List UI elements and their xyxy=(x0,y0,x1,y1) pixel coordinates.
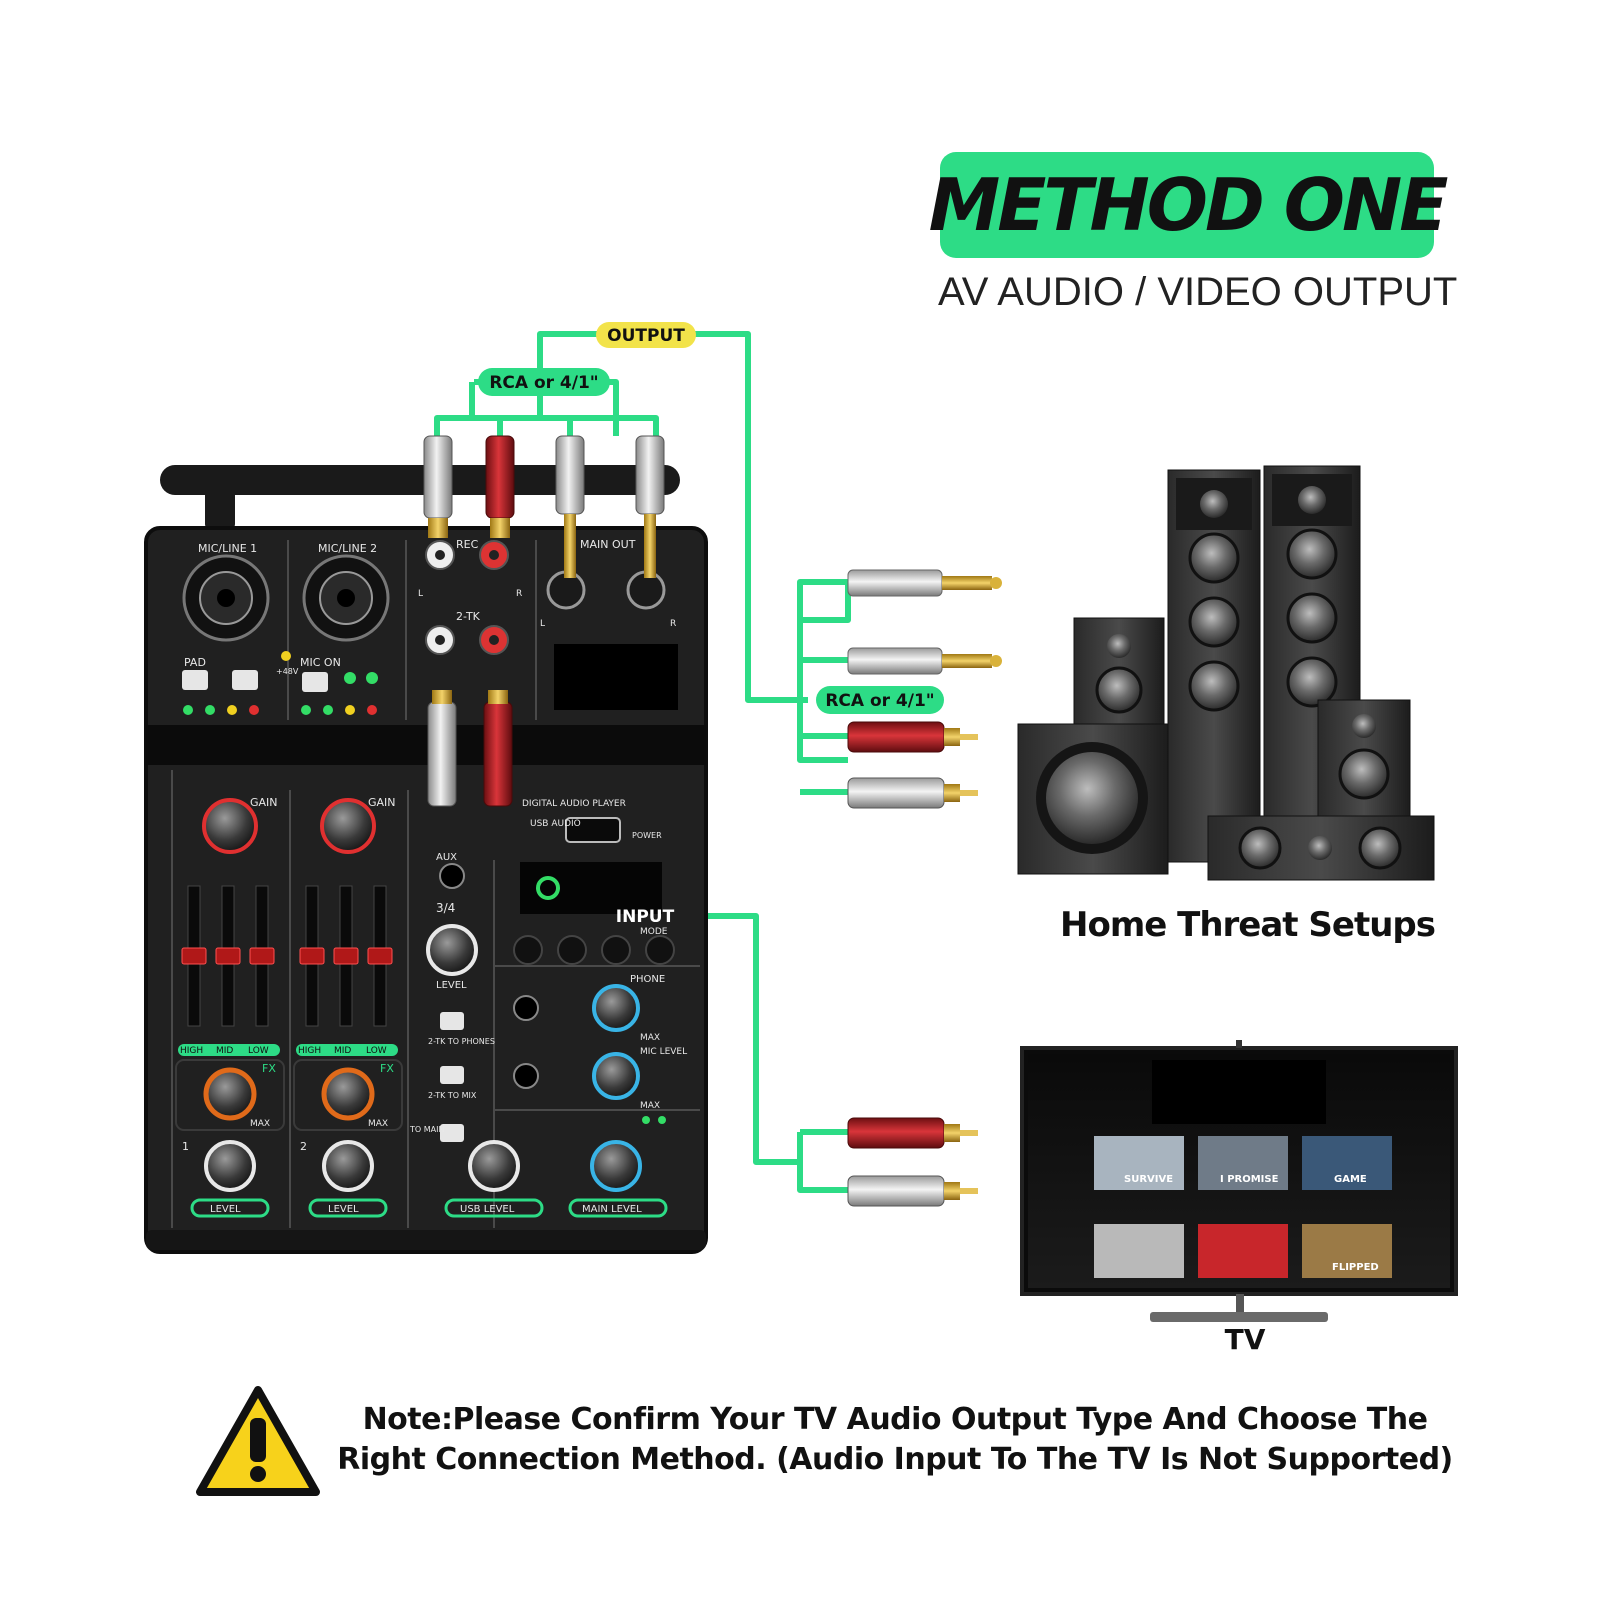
home-theater-speakers xyxy=(1017,465,1435,881)
warning-icon xyxy=(196,1386,320,1496)
channel-number-1: 1 xyxy=(182,1140,189,1153)
note-line-2: Right Connection Method. (Audio Input To… xyxy=(337,1442,1453,1477)
eq-mid-2: MID xyxy=(334,1046,351,1056)
usb-audio-label: USB AUDIO xyxy=(530,819,581,829)
tv-tile-2: I PROMISE xyxy=(1220,1174,1279,1185)
tv-tile-labels: SURVIVE I PROMISE GAME FLIPPED xyxy=(1124,1174,1379,1273)
mixer-mainout-label: MAIN OUT xyxy=(580,538,636,551)
aux-label: AUX xyxy=(436,852,457,863)
tk-phones-label: 2-TK TO PHONES xyxy=(428,1037,495,1046)
input-label-text: INPUT xyxy=(616,907,675,927)
speaker-jack-plug-1 xyxy=(847,569,1002,597)
rca-right-label-text: RCA or 4/1" xyxy=(825,691,934,711)
method-title: METHOD ONE xyxy=(928,163,1449,247)
eq-high-2: HIGH xyxy=(298,1046,321,1056)
tv-caption: TV xyxy=(1224,1323,1266,1356)
output-label-text: OUTPUT xyxy=(607,326,685,346)
level-label-2: LEVEL xyxy=(328,1204,359,1215)
mixer-rca-plugs-top xyxy=(423,435,665,578)
eq-low-2: LOW xyxy=(366,1046,387,1056)
mixer-2tk-label: 2-TK xyxy=(456,610,481,623)
mixer-panel-labels: MIC/LINE 1 MIC/LINE 2 REC MAIN OUT 2-TK … xyxy=(180,538,687,1215)
rca-label-right xyxy=(816,686,944,714)
mixer-ch2-label: MIC/LINE 2 xyxy=(318,542,377,555)
eq-low-1: LOW xyxy=(248,1046,269,1056)
rca-top-label-text: RCA or 4/1" xyxy=(489,373,598,393)
phone-label: PHONE xyxy=(630,974,665,985)
fx-label-2: FX xyxy=(380,1062,394,1075)
tv-rca-plug-white xyxy=(847,1175,978,1207)
tv-tile-3: GAME xyxy=(1334,1174,1367,1185)
mixer-rec-label: REC xyxy=(456,538,479,551)
mixer-ch1-label: MIC/LINE 1 xyxy=(198,542,257,555)
phone-max-label: MAX xyxy=(640,1033,660,1043)
level-label-34: LEVEL xyxy=(436,980,467,991)
speaker-jack-plug-2 xyxy=(847,647,1002,675)
mixer-pad-label: PAD xyxy=(184,656,206,669)
tv-tile-6: FLIPPED xyxy=(1332,1262,1379,1273)
xlr-jack-2 xyxy=(302,554,390,642)
rca-label-top xyxy=(478,368,610,396)
method-title-badge: METHOD ONE xyxy=(929,152,1448,258)
tv-rca-plug-red xyxy=(847,1117,978,1149)
mainout-r-label: R xyxy=(670,619,676,629)
home-theater-caption: Home Threat Setups xyxy=(1060,905,1436,945)
mic-max-label: MAX xyxy=(640,1101,660,1111)
xlr-jack-1 xyxy=(182,554,270,642)
mixer-rca-plugs-34 xyxy=(427,690,513,807)
eq-high-1: HIGH xyxy=(180,1046,203,1056)
level-label-1: LEVEL xyxy=(210,1204,241,1215)
ch34-label: 3/4 xyxy=(436,901,455,915)
to-main-label: TO MAIN xyxy=(409,1125,444,1134)
fx-max-1: MAX xyxy=(250,1119,270,1129)
mic-level-label: MIC LEVEL xyxy=(640,1047,687,1057)
rec-l-label: L xyxy=(418,589,423,599)
main-level-label: MAIN LEVEL xyxy=(582,1204,642,1215)
fx-max-2: MAX xyxy=(368,1119,388,1129)
mixer-micon-label: MIC ON xyxy=(300,656,341,669)
usb-level-label: USB LEVEL xyxy=(460,1204,515,1215)
rec-r-label: R xyxy=(516,589,522,599)
audio-mixer xyxy=(144,465,708,1254)
note-text: Note:Please Confirm Your TV Audio Output… xyxy=(330,1400,1460,1480)
eq-mid-1: MID xyxy=(216,1046,233,1056)
fx-label-1: FX xyxy=(262,1062,276,1075)
note-line-1: Note:Please Confirm Your TV Audio Output… xyxy=(362,1402,1428,1437)
output-label xyxy=(596,322,696,348)
channel-number-2: 2 xyxy=(300,1140,307,1153)
speaker-rca-plug-white xyxy=(847,777,978,809)
mixer-gain-label-2: GAIN xyxy=(368,796,396,809)
method-subtitle: AV AUDIO / VIDEO OUTPUT xyxy=(938,270,1458,314)
mode-label: MODE xyxy=(640,927,668,937)
digital-player-label: DIGITAL AUDIO PLAYER xyxy=(522,799,626,809)
speaker-rca-plug-red xyxy=(847,721,978,753)
mixer-gain-label-1: GAIN xyxy=(250,796,278,809)
mixer-phantom-label: +48V xyxy=(276,667,299,676)
power-label: POWER xyxy=(632,831,662,840)
mainout-l-label: L xyxy=(540,619,545,629)
tv-tile-1: SURVIVE xyxy=(1124,1174,1173,1185)
television xyxy=(1020,1040,1458,1322)
tk-mix-label: 2-TK TO MIX xyxy=(428,1091,477,1100)
